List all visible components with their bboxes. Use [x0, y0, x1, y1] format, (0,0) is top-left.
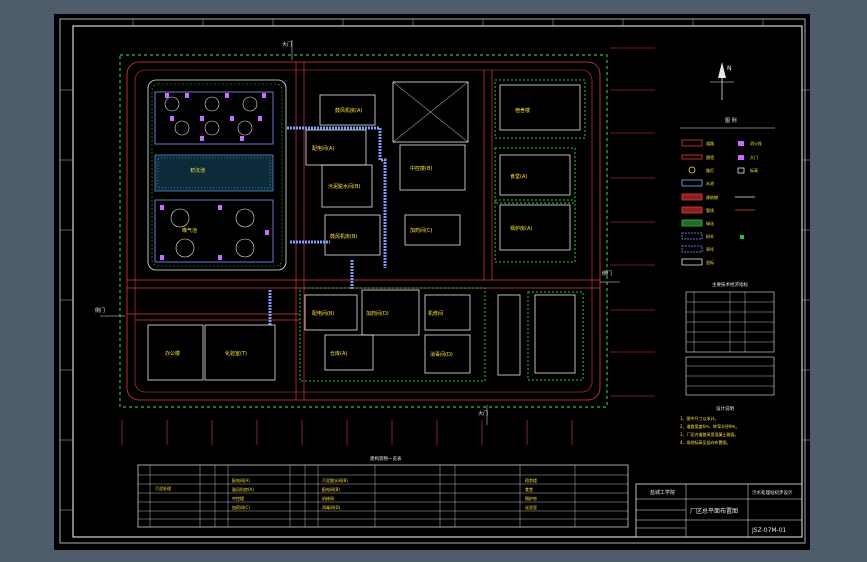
- svg-text:化验室(T): 化验室(T): [225, 350, 247, 357]
- svg-text:锅炉房: 锅炉房: [525, 495, 537, 501]
- project-name: 污水处理站初步设计: [752, 489, 793, 496]
- svg-text:食堂(A): 食堂(A): [510, 173, 527, 180]
- svg-text:建筑物: 建筑物: [706, 194, 718, 200]
- svg-text:污泥脱水间(B): 污泥脱水间(B): [322, 477, 348, 483]
- svg-text:水池: 水池: [706, 180, 714, 186]
- svg-text:道路: 道路: [706, 140, 714, 146]
- note-line: 2、道路宽度6m，转弯半径9m。: [680, 423, 739, 429]
- svg-text:消毒间(D): 消毒间(D): [430, 351, 453, 358]
- north-arrow-icon: N: [710, 62, 734, 100]
- stats-table-title: 主要技术经济指标: [712, 281, 748, 288]
- svg-text:宿舍楼: 宿舍楼: [515, 107, 530, 114]
- note-line: 1、图中尺寸以米计。: [680, 415, 719, 421]
- building-list-table: 建构筑物一览表 污泥处理 配电间(A) 鼓风机房(A) 中控楼 加药间(C) 污泥脱水…: [137, 455, 629, 528]
- svg-text:鼓风机房(B): 鼓风机房(B): [330, 233, 357, 240]
- svg-text:坐标: 坐标: [706, 259, 714, 265]
- svg-text:污泥处理: 污泥处理: [155, 485, 171, 491]
- drawing-number: JSZ-07M-01: [751, 527, 787, 534]
- svg-text:管线: 管线: [706, 207, 714, 213]
- title-block: 盐城工学院 污水处理站初步设计 厂区总平面布置图 JSZ-07M-01: [635, 483, 803, 538]
- svg-text:侧门: 侧门: [95, 307, 105, 314]
- bottom-table-title: 建构筑物一览表: [370, 455, 402, 462]
- notes-title: 设计说明: [716, 405, 734, 412]
- svg-text:大门: 大门: [478, 410, 488, 417]
- svg-text:配电间(A): 配电间(A): [232, 477, 250, 483]
- university-name: 盐城工学院: [650, 489, 675, 496]
- svg-text:围墙: 围墙: [706, 154, 714, 160]
- svg-text:污泥脱水间(B): 污泥脱水间(B): [328, 183, 360, 190]
- svg-text:路灯: 路灯: [706, 167, 714, 173]
- svg-text:初沉池: 初沉池: [190, 167, 205, 174]
- svg-text:宿舍楼: 宿舍楼: [525, 477, 537, 483]
- design-notes: 设计说明 1、图中尺寸以米计。 2、道路宽度6m，转弯半径9m。 3、厂区内道路…: [680, 405, 739, 445]
- svg-text:草坪: 草坪: [706, 246, 714, 252]
- svg-text:消毒间(D): 消毒间(D): [322, 504, 341, 510]
- svg-text:鼓风机房(A): 鼓风机房(A): [335, 107, 362, 114]
- svg-text:侧门: 侧门: [602, 270, 612, 277]
- note-line: 3、厂区内道路采用混凝土路面。: [680, 431, 739, 437]
- svg-text:加药间(C): 加药间(C): [232, 504, 250, 510]
- svg-text:配电间(B): 配电间(B): [322, 486, 340, 492]
- svg-text:机修间: 机修间: [428, 310, 443, 317]
- svg-text:锅炉房(A): 锅炉房(A): [510, 225, 532, 232]
- svg-text:加药间(C): 加药间(C): [410, 227, 432, 234]
- north-label: N: [727, 65, 732, 72]
- svg-text:大门: 大门: [750, 154, 758, 160]
- svg-text:仓库(A): 仓库(A): [330, 350, 347, 357]
- drawing-title: 厂区总平面布置图: [690, 507, 738, 515]
- svg-text:鼓风机房(A): 鼓风机房(A): [232, 486, 254, 492]
- svg-text:大门: 大门: [282, 41, 292, 48]
- svg-text:化验室: 化验室: [525, 504, 537, 510]
- svg-text:机修间: 机修间: [322, 495, 334, 501]
- svg-text:配电间(B): 配电间(B): [312, 310, 334, 317]
- legend-title: 图 例: [725, 117, 737, 124]
- svg-text:中控楼(B): 中控楼(B): [410, 165, 432, 172]
- site-plan: 鼓风机房(A) 配电间(A) 污泥脱水间(B) 鼓风机房(B) 中控楼(B) 加…: [95, 40, 655, 445]
- stats-table: 主要技术经济指标: [685, 281, 775, 396]
- svg-text:配电间(A): 配电间(A): [312, 145, 334, 152]
- svg-text:消火栓: 消火栓: [750, 140, 762, 146]
- note-line: 4、场地标高见竖向布置图。: [680, 439, 731, 445]
- svg-text:食堂: 食堂: [525, 486, 533, 492]
- svg-text:办公楼: 办公楼: [165, 350, 180, 357]
- svg-text:树木: 树木: [706, 233, 714, 239]
- svg-text:中控楼: 中控楼: [232, 495, 244, 501]
- svg-text:加药间(D): 加药间(D): [366, 310, 389, 317]
- svg-text:标高: 标高: [750, 167, 758, 173]
- svg-text:绿化: 绿化: [706, 220, 714, 226]
- drawing-sheet: [54, 14, 810, 550]
- svg-text:曝气池: 曝气池: [182, 227, 197, 234]
